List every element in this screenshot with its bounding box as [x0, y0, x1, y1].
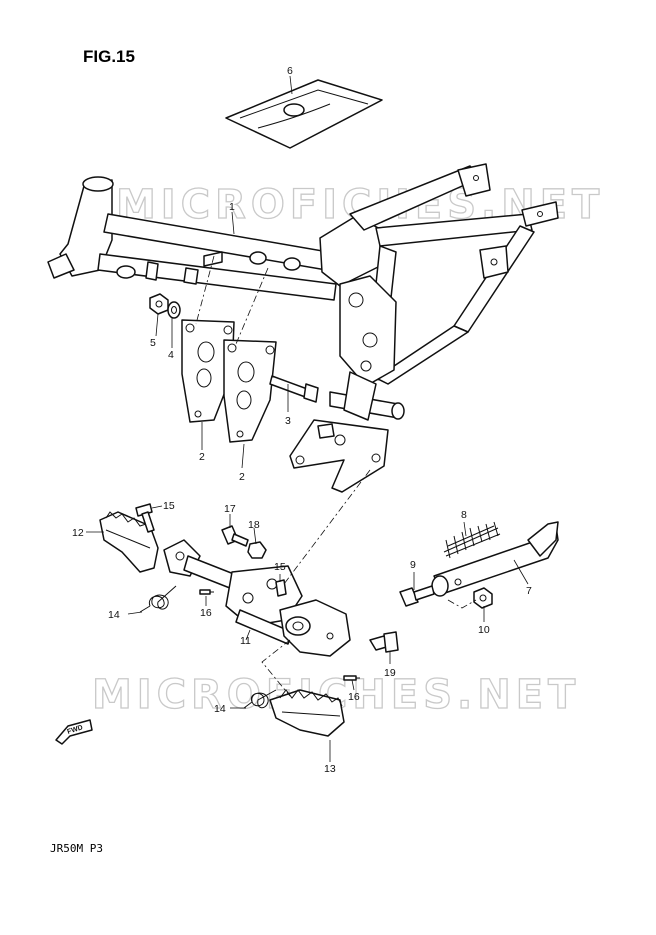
- callout-14: 14: [214, 703, 226, 715]
- part-nut-small: [247, 541, 267, 559]
- callout-10: 10: [478, 624, 490, 636]
- part-footrest-bracket-right: [279, 599, 351, 657]
- part-stand-nut: [473, 587, 493, 609]
- part-bolt-small: [221, 525, 249, 547]
- callout-5: 5: [150, 337, 156, 349]
- callout-7: 7: [526, 585, 532, 597]
- part-bolt: [269, 375, 319, 403]
- assembly-line-plate-front: [195, 255, 215, 325]
- part-bolt-lower: [369, 631, 399, 653]
- figure-title: FIG.15: [83, 47, 135, 66]
- model-code: JR50M P3: [50, 842, 103, 855]
- part-bag: [225, 79, 383, 149]
- callout-13: 13: [324, 763, 336, 775]
- callout-18: 18: [248, 519, 260, 531]
- part-stand-bolt: [399, 585, 435, 607]
- part-footrest-plate-front: [181, 319, 235, 423]
- callout-6: 6: [287, 65, 293, 77]
- callout-3: 3: [285, 415, 291, 427]
- assembly-line-footpeg: [261, 639, 291, 697]
- callout-9: 9: [410, 559, 416, 571]
- callout-8: 8: [461, 509, 467, 521]
- part-spring-lower: [243, 689, 277, 709]
- callout-14: 14: [108, 609, 120, 621]
- callout-19: 19: [384, 667, 396, 679]
- callout-2: 2: [199, 451, 205, 463]
- forward-label: FWD: [66, 724, 83, 736]
- callout-17: 17: [224, 503, 236, 515]
- part-footrest-plate-rear: [223, 339, 277, 443]
- part-cotter-pin-upper: [199, 589, 214, 595]
- part-bolt-pin-upper: [135, 503, 155, 533]
- part-footpeg-right: [269, 689, 345, 737]
- part-footpeg-left: [99, 511, 159, 573]
- part-frame: [47, 163, 559, 493]
- callout-numbers: 1 2 2 3 4 5 6 7 8 9 10 11 12 13 14 14 15…: [72, 65, 532, 775]
- callout-4: 4: [168, 349, 174, 361]
- assembly-line-stand-nut: [447, 599, 477, 609]
- part-cotter-pin-lower: [343, 675, 360, 681]
- callout-16: 16: [348, 691, 360, 703]
- assembly-line-plate-rear: [235, 267, 269, 345]
- callout-15: 15: [274, 561, 286, 573]
- callout-15: 15: [163, 500, 175, 512]
- part-stand-spring: [443, 521, 501, 559]
- leader-lines: [86, 75, 529, 762]
- part-washer: [167, 301, 181, 319]
- callout-11: 11: [240, 635, 251, 647]
- part-bolt-pin-lower: [275, 579, 287, 597]
- callout-12: 12: [72, 527, 84, 539]
- part-nut: [149, 293, 169, 315]
- callout-1: 1: [229, 201, 235, 213]
- callout-16: 16: [200, 607, 212, 619]
- callout-2: 2: [239, 471, 245, 483]
- forward-arrow-icon: FWD: [55, 719, 93, 745]
- part-spring-upper: [139, 585, 177, 613]
- assembly-line-bracket: [283, 469, 371, 585]
- part-side-stand: [431, 521, 559, 597]
